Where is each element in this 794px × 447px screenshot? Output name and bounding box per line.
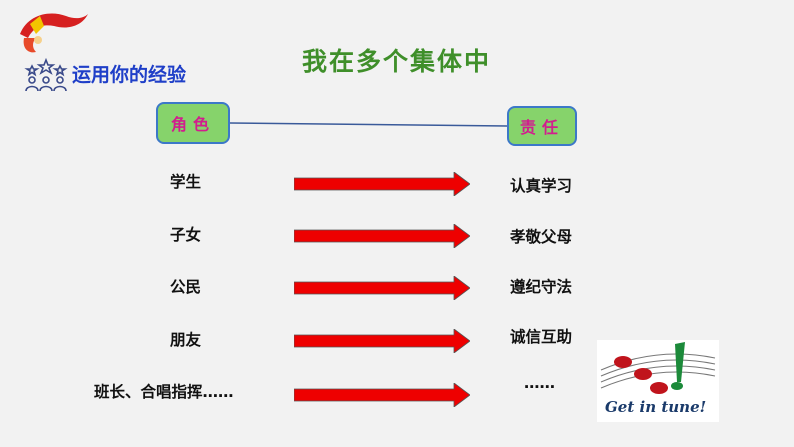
responsibility-item: 诚信互助 [510,328,573,346]
responsibility-item: 孝敬父母 [510,228,573,246]
responsibility-item: 认真学习 [510,177,573,195]
responsibility-item: 遵纪守法 [510,278,573,296]
role-item: 公民 [170,278,202,296]
page-title: 我在多个集体中 [302,47,492,76]
arrow-right-icon [294,329,470,353]
role-tag: 角色 [156,102,230,144]
responsibility-tag-label: 责任 [519,118,564,137]
role-item: 朋友 [170,331,202,349]
role-item: 子女 [170,226,202,244]
music-image-text: Get in tune! [605,398,706,416]
role-item: 班长、合唱指挥…… [94,383,234,401]
role-item: 学生 [170,173,202,191]
arrow-right-icon [294,172,470,196]
team-icon [24,58,68,92]
section-title: 运用你的经验 [72,64,187,86]
responsibility-tag: 责任 [507,106,577,146]
music-note-image: Get in tune! [597,340,719,422]
arrow-right-icon [294,224,470,248]
arrow-right-icon [294,276,470,300]
arrow-right-icon [294,383,470,407]
ribbon-logo-icon [20,13,88,53]
responsibility-item: …… [524,374,555,392]
role-tag-label: 角色 [170,115,215,134]
